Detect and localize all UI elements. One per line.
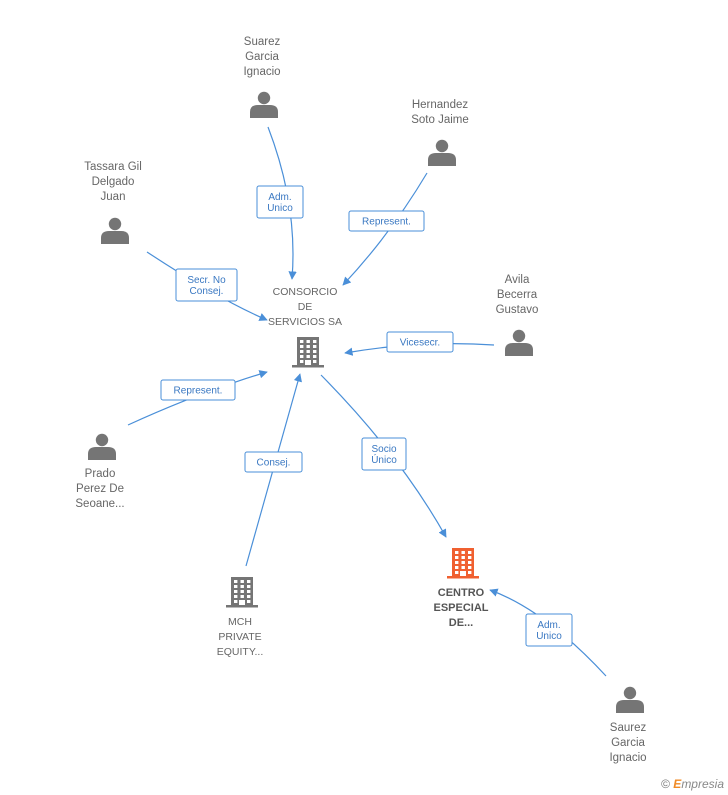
node-label: CENTRO [438,587,485,599]
edge-hernandez-consorcio: Represent. [342,172,428,286]
building-icon [447,548,479,579]
node-centro[interactable]: CENTRO ESPECIAL DE... [433,548,489,629]
node-label: PRIVATE [218,631,261,643]
node-label: Garcia [611,737,645,749]
node-label: Seoane... [75,498,124,510]
edge-label-text: Unico [267,203,293,214]
person-icon [101,217,129,244]
person-icon [250,91,278,118]
node-label: DE [298,301,313,313]
edge-label-avila-consorcio[interactable]: Vicesecr. [386,331,454,353]
edge-label-text: Consej. [257,458,291,469]
node-label: Delgado [92,176,135,188]
edge-label-text: Consej. [190,286,224,297]
empresia-watermark: © Empresia [661,777,724,791]
edge-avila-consorcio: Vicesecr. [344,331,495,356]
node-label: Hernandez [412,99,469,111]
edge-label-text: Vicesecr. [400,338,440,349]
edge-label-saurez-centro[interactable]: Adm.Unico [525,613,573,647]
building-icon [292,337,324,368]
person-icon [428,139,456,166]
edge-label-text: Adm. [268,192,291,203]
person-icon [505,329,533,356]
node-label: EQUITY... [217,646,264,658]
node-label: Becerra [497,289,538,301]
node-label: MCH [228,616,252,628]
edge-label-suarez-consorcio[interactable]: Adm.Unico [256,185,304,219]
node-label: Tassara Gil [84,161,142,173]
node-label: Saurez [610,722,647,734]
node-label: Soto Jaime [411,114,469,126]
building-icon [226,577,258,608]
node-label: Gustavo [496,304,539,316]
node-label: Ignacio [609,752,646,764]
node-label: ESPECIAL [433,602,488,614]
node-label: Ignacio [243,66,280,78]
copyright-symbol: © [661,777,670,791]
person-icon [88,433,116,460]
watermark-brand-initial: E [673,777,682,791]
node-consorcio[interactable]: CONSORCIO DE SERVICIOS SA [268,286,342,368]
node-label: DE... [449,617,473,629]
edge-label-text: Represent. [174,386,223,397]
node-label: SERVICIOS SA [268,316,342,328]
edge-line [342,172,428,286]
node-label: Prado [85,468,116,480]
edge-label-text: Adm. [537,620,560,631]
edge-label-text: Único [371,453,397,466]
node-label: Juan [101,191,126,203]
edge-saurez-centro: Adm.Unico [489,588,607,677]
watermark-brand-rest: mpresia [681,777,724,791]
edge-mch-consorcio: Consej. [244,373,303,567]
node-label: Suarez [244,36,281,48]
node-label: Garcia [245,51,279,63]
edge-suarez-consorcio: Adm.Unico [256,126,304,280]
edge-label-hernandez-consorcio[interactable]: Represent. [348,210,425,232]
node-label: CONSORCIO [273,286,338,298]
edge-label-mch-consorcio[interactable]: Consej. [244,451,303,473]
edge-label-text: Unico [536,631,562,642]
node-mch[interactable]: MCH PRIVATE EQUITY... [217,577,264,658]
edge-label-text: Secr. No [187,275,226,286]
node-label: Avila [505,274,530,286]
edge-label-text: Represent. [362,217,411,228]
person-icon [616,686,644,713]
edge-prado-consorcio: Represent. [127,370,268,426]
edge-label-prado-consorcio[interactable]: Represent. [160,379,236,401]
edge-label-text: Socio [371,444,396,455]
node-label: Perez De [76,483,124,495]
